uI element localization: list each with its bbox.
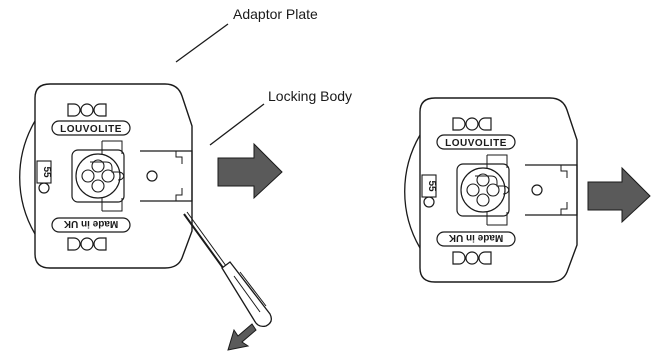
right-arrow-icon bbox=[217, 142, 283, 200]
size-code-left: 55 bbox=[41, 166, 52, 178]
adaptor-plate-label: Adaptor Plate bbox=[233, 6, 318, 22]
plate-left: LOUVOLITE Made in UK 55 bbox=[19, 83, 193, 269]
leader-adaptor-plate bbox=[175, 23, 229, 63]
size-code-right: 55 bbox=[426, 180, 437, 192]
brand-marking-right: LOUVOLITE bbox=[445, 138, 507, 149]
brand-marking-left: LOUVOLITE bbox=[60, 124, 122, 135]
made-in-marking-right: Made in UK bbox=[448, 232, 503, 243]
plate-right: LOUVOLITE Made in UK 55 bbox=[404, 97, 578, 283]
locking-body-label: Locking Body bbox=[268, 88, 353, 104]
right-arrow-icon-2 bbox=[587, 166, 651, 224]
leader-locking-body bbox=[209, 103, 265, 146]
screwdriver-icon bbox=[183, 211, 272, 328]
down-left-arrow-icon bbox=[227, 323, 257, 351]
made-in-marking-left: Made in UK bbox=[63, 218, 118, 229]
